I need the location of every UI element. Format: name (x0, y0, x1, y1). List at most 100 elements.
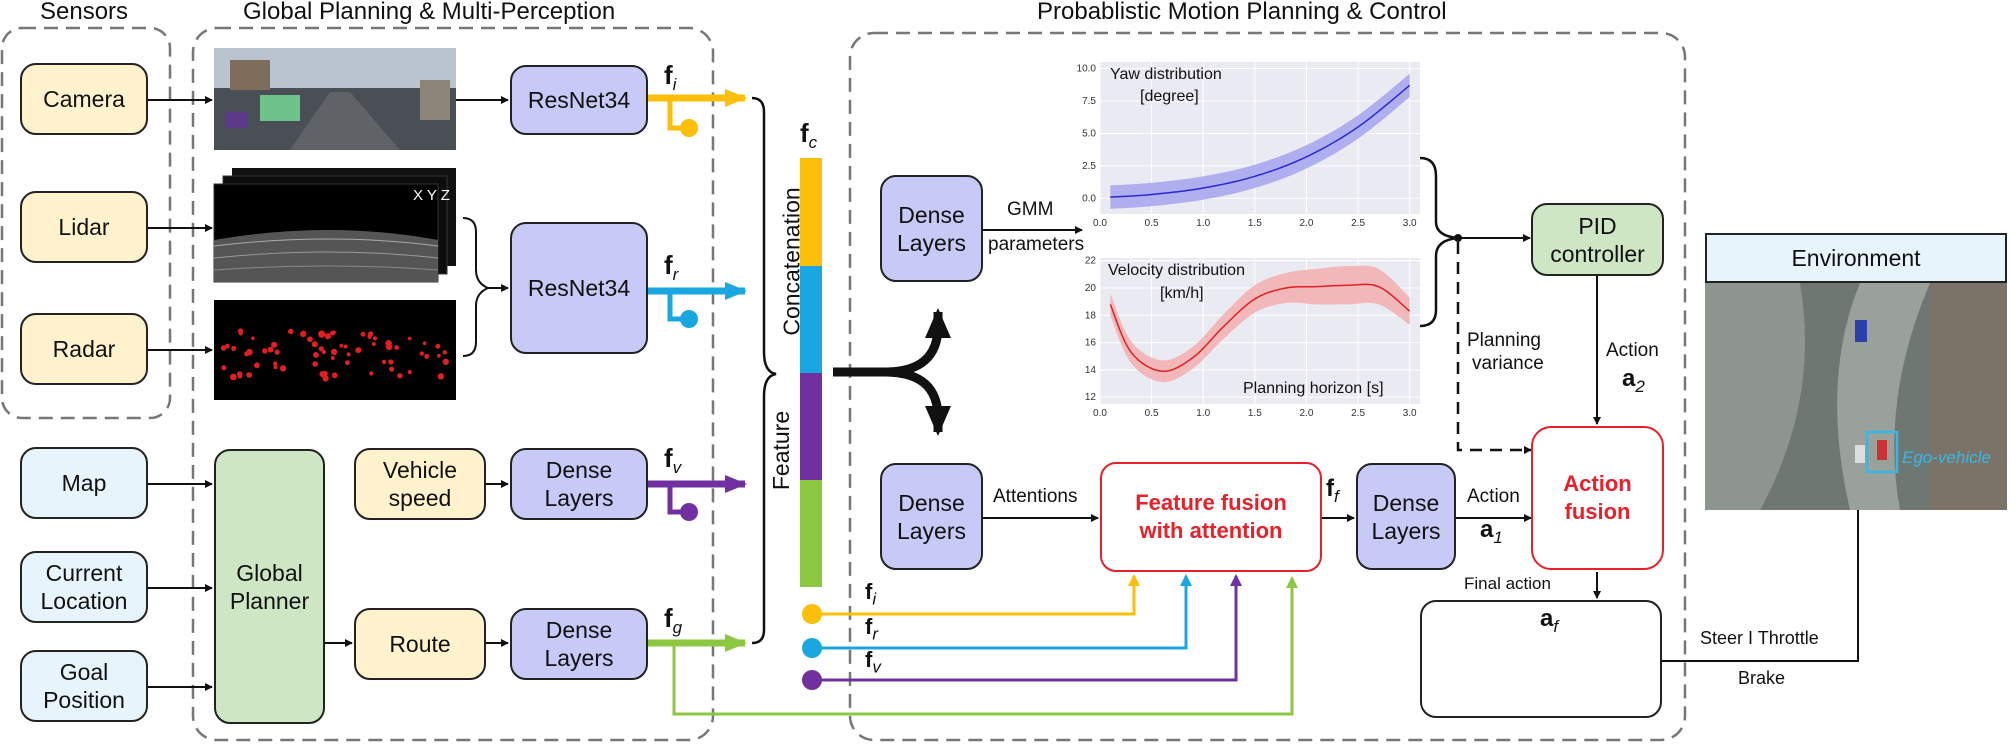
radar-point (435, 343, 441, 349)
radar-point (318, 346, 324, 352)
radar-point (311, 341, 318, 348)
feature-fusion-line1: Feature fusion (1135, 490, 1287, 515)
feature-fusion-line2: with attention (1139, 518, 1283, 543)
global-planning-section-title: Global Planning & Multi-Perception (243, 0, 616, 25)
radar-point (394, 345, 400, 350)
sensors-section-title: Sensors (40, 0, 129, 25)
resnet34-lidar-radar-box: ResNet34 (510, 222, 648, 354)
radar-point (225, 343, 230, 349)
yaw-y-tick-label: 2.5 (1082, 161, 1096, 172)
radar-point (287, 328, 294, 335)
fc-blue-segment (800, 266, 822, 373)
action-fusion-box: Action fusion (1531, 426, 1664, 570)
feature-fv-label: fv (664, 443, 682, 478)
dense-layers-attention-box: Dense Layers (880, 463, 983, 570)
vel-plot-xlabel: Planning horizon [s] (1243, 380, 1384, 397)
radar-point (407, 336, 412, 341)
sensors-frame (0, 26, 172, 420)
radar-point (300, 330, 307, 338)
fv-line-label: fv (865, 647, 881, 677)
environment-title-box: Environment (1705, 233, 2007, 283)
dense-line1: Dense (898, 489, 965, 516)
concat-brace (751, 96, 777, 645)
yaw-y-tick-label: 0.0 (1082, 193, 1096, 204)
radar-point (407, 370, 412, 375)
radar-point (274, 349, 280, 355)
velocity-x-tick-label: 3.0 (1403, 408, 1417, 419)
radar-point (360, 331, 366, 337)
vel-plot-title: Velocity distribution (1108, 262, 1245, 279)
a2-label: a2 (1622, 365, 1645, 396)
ego-vehicle-box (1865, 430, 1899, 474)
radar-point (385, 343, 393, 351)
environment-image (1705, 283, 2007, 510)
fr-to-fusion-line (812, 574, 1192, 650)
radar-point (322, 375, 329, 382)
radar-point (221, 365, 227, 371)
fr-tap-dot (680, 310, 698, 328)
dense-line2: Layers (896, 229, 967, 256)
motion-planning-section-title: Probablistic Motion Planning & Control (1037, 0, 1447, 25)
velocity-x-tick-label: 0.0 (1093, 408, 1107, 419)
ego-vehicle-label: Ego-vehicle (1902, 448, 1991, 467)
dense-line2: Layers (896, 517, 967, 544)
global-planner-line2: Planner (229, 587, 310, 614)
radar-point (371, 341, 376, 347)
velocity-mean-line (1109, 283, 1411, 373)
feature-fg-label: fg (664, 603, 683, 638)
af-label: af (1540, 605, 1559, 636)
velocity-uncertainty-band (1110, 265, 1410, 383)
lidar-box: Lidar (20, 191, 148, 263)
radar-point (367, 334, 372, 339)
radar-point (273, 361, 278, 366)
plots-brace (1419, 156, 1459, 328)
feature-vertical-label: Feature (768, 410, 795, 491)
final-action-label: Final action (1464, 574, 1551, 593)
yaw-y-tick-label: 5.0 (1082, 128, 1096, 139)
resnet34-camera-box: ResNet34 (510, 65, 648, 135)
dense-layers-speed-box: Dense Layers (510, 448, 648, 520)
radar-point (329, 330, 335, 336)
global-planner-line1: Global (236, 559, 303, 586)
fr-tap (667, 291, 683, 322)
yaw-mean-line (1110, 84, 1411, 198)
fc-orange-segment (800, 158, 822, 266)
radar-point (246, 372, 253, 378)
velocity-y-tick-label: 16 (1085, 338, 1097, 349)
split-arrow-down (884, 367, 951, 436)
radar-point (324, 333, 332, 340)
brake-label: Brake (1738, 668, 1786, 688)
radar-point (307, 336, 313, 343)
fv-to-fusion-line (812, 574, 1242, 682)
steer-throttle-label: Steer I Throttle (1700, 628, 1819, 648)
feature-fusion-box: Feature fusion with attention (1100, 462, 1322, 572)
radar-point (369, 371, 374, 376)
radar-point (442, 350, 447, 355)
current-location-line2: Location (40, 588, 128, 614)
pid-line2: controller (1550, 240, 1645, 267)
radar-point (330, 348, 338, 356)
radar-point (355, 347, 362, 354)
concatenation-label: Concatenation (778, 187, 805, 336)
vehicle-speed-line1: Vehicle (382, 457, 458, 483)
goal-position-box: Goal Position (20, 650, 148, 722)
final-action-box (1420, 600, 1662, 718)
radar-point (220, 345, 227, 351)
pid-line1: PID (1578, 212, 1617, 239)
radar-point (273, 365, 278, 370)
fc-green-segment (800, 480, 822, 587)
dense-layers-gmm-box: Dense Layers (880, 175, 983, 282)
vel-plot-ylabel: [km/h] (1160, 285, 1204, 302)
dense-line2: Layers (544, 645, 614, 671)
radar-point (318, 330, 325, 338)
attentions-label: Attentions (993, 486, 1078, 507)
fv-tap (667, 484, 683, 515)
fc-purple-segment (800, 373, 822, 480)
vehicle-speed-line2: speed (388, 485, 452, 511)
feature-fc-label: fc (800, 118, 818, 153)
radar-point (397, 373, 403, 379)
yaw-x-tick-label: 1.0 (1196, 218, 1210, 229)
dense-line1: Dense (898, 201, 965, 228)
radar-point (330, 356, 335, 361)
yaw-plot-ylabel: [degree] (1140, 88, 1199, 105)
